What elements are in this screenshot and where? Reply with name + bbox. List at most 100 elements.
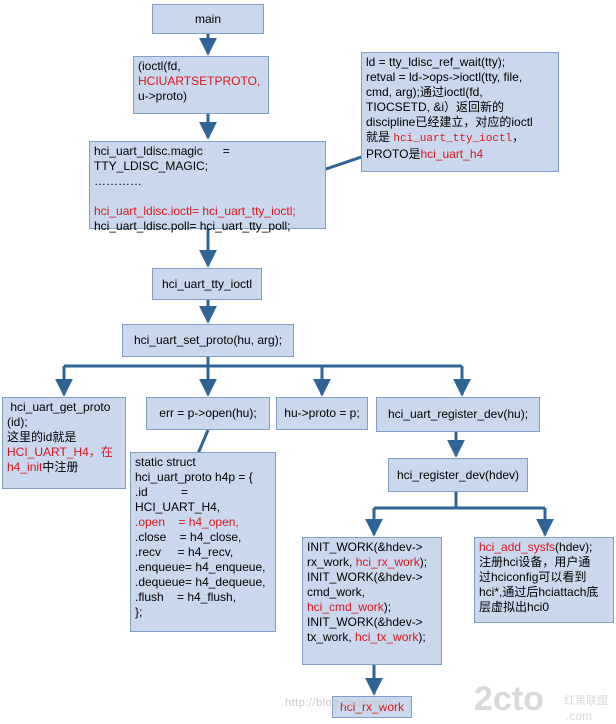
text-segment: HCI_UART_H4，在 (7, 445, 113, 459)
logo-suffix: .com (566, 709, 592, 723)
text-segment: rx_work, (307, 555, 356, 569)
text-segment: INIT_WORK(&hdev-> (307, 615, 423, 629)
text-line: hci_uart_ldisc.ioctl= hci_uart_tty_ioctl… (94, 204, 321, 219)
text-segment: .recv = h4_recv, (135, 545, 234, 559)
text-line: 过hciconfig可以看到 (479, 570, 609, 585)
node-register-dev: hci_uart_register_dev(hu); (376, 397, 540, 432)
text-line: TTY_LDISC_MAGIC; (94, 159, 321, 174)
node-main: main (152, 4, 264, 34)
text-segment: TTY_LDISC_MAGIC; (94, 159, 209, 173)
text-line: .id = (135, 485, 271, 500)
text-line: HCI_UART_H4, (135, 500, 271, 515)
node-set-proto: hci_uart_set_proto(hu, arg); (122, 324, 294, 357)
text-line: PROTO是hci_uart_h4 (366, 147, 554, 162)
node-hu-proto: hu->proto = p; (276, 397, 368, 430)
text-line: tx_work, hci_tx_work); (307, 630, 437, 645)
text-line: retval = ld->ops->ioctl(tty, file, (366, 70, 554, 85)
node-register-dev-label: hci_uart_register_dev(hu); (387, 407, 529, 421)
ioctl-line: HCIUARTSETPROTO, (138, 74, 261, 88)
text-segment: INIT_WORK(&hdev-> (307, 540, 423, 554)
text-segment: 注册hci设备，用户通 (479, 555, 591, 569)
text-segment: (id); (7, 415, 28, 429)
watermark: http://blog.csdn.net/ (285, 697, 392, 709)
text-segment: retval = ld->ops->ioctl(tty, file, (366, 70, 523, 84)
text-segment: .enqueue= h4_enqueue, (135, 560, 266, 574)
text-line: ld = tty_ldisc_ref_wait(tty); (366, 55, 554, 70)
text-line: hci_uart_ldisc.poll= hci_uart_tty_poll; (94, 219, 321, 234)
node-sysfs: hci_add_sysfs(hdev);注册hci设备，用户通过hciconfi… (474, 537, 614, 623)
text-segment: tx_work, (307, 630, 356, 644)
text-line: .dequeue= h4_dequeue, (135, 575, 271, 590)
node-hci-register-dev-label: hci_register_dev(hdev) (396, 467, 520, 482)
node-main-label: main (194, 11, 221, 26)
text-segment: h4_init (7, 460, 43, 474)
text-line: cmd, arg);通过ioctl(fd, (366, 85, 554, 100)
text-line: TIOCSETD, &i）返回新的 (366, 100, 554, 115)
text-line: hci_cmd_work); (307, 600, 437, 615)
text-line: hci*,通过后hciattach底 (479, 585, 609, 600)
text-line: discipline已经建立，对应的ioctl (366, 115, 554, 130)
text-segment: }; (135, 605, 143, 619)
text-segment: hci_uart_ldisc.ioctl= hci_uart_tty_ioctl… (94, 204, 296, 218)
node-init-work: INIT_WORK(&hdev->rx_work, hci_rx_work);I… (302, 537, 442, 665)
text-line: 这里的id就是 (7, 430, 121, 445)
ioctl-line: (ioctl(fd, (138, 59, 181, 73)
text-segment: 就是 (366, 130, 394, 144)
logo-brand: 2cto (474, 680, 544, 718)
text-line: .flush = h4_flush, (135, 590, 271, 605)
text-segment: hci_rx_work (355, 555, 420, 569)
text-segment: hci*,通过后hciattach底 (479, 585, 599, 599)
text-segment: hci_uart_proto h4p = { (135, 470, 253, 484)
text-line: 就是 hci_uart_tty_ioctl， (366, 130, 554, 147)
text-line: ………… (94, 174, 321, 189)
text-line: .enqueue= h4_enqueue, (135, 560, 271, 575)
text-segment: ); (419, 555, 428, 569)
text-segment: hci_tx_work (355, 630, 419, 644)
text-segment: .flush = h4_flush, (135, 590, 237, 604)
text-segment: INIT_WORK(&hdev-> (307, 570, 423, 584)
text-segment: 中注册 (42, 460, 79, 474)
text-segment: .id = (135, 485, 189, 499)
text-segment: ld = tty_ldisc_ref_wait(tty); (366, 55, 506, 69)
ioctl-line: u->proto) (138, 89, 188, 103)
node-ioctl-call: (ioctl(fd, HCIUARTSETPROTO, u->proto) (133, 56, 269, 114)
node-set-proto-label: hci_uart_set_proto(hu, arg); (133, 333, 283, 347)
node-ldisc-struct: hci_uart_ldisc.magic =TTY_LDISC_MAGIC;……… (89, 141, 326, 233)
text-segment: .open = h4_open, (135, 515, 239, 529)
text-segment: cmd_work, (307, 585, 366, 599)
text-segment: hci_uart_ldisc.magic = (94, 144, 230, 158)
text-line: hci_uart_ldisc.magic = (94, 144, 321, 159)
text-line: HCI_UART_H4，在 (7, 445, 121, 460)
text-line: hci_uart_proto h4p = { (135, 470, 271, 485)
node-open-call-label: err = p->open(hu); (159, 406, 257, 420)
node-rx-work: hci_rx_work (332, 696, 412, 718)
text-segment: ， (512, 130, 525, 144)
site-logo: 2cto .com 红黑联盟 (474, 680, 608, 723)
text-segment: TIOCSETD, &i）返回新的 (366, 100, 505, 114)
text-line: }; (135, 605, 271, 620)
text-segment: PROTO是 (366, 147, 421, 161)
text-segment: static struct (135, 455, 196, 469)
text-segment: hci_add_sysfs (479, 540, 556, 554)
text-segment: .dequeue= h4_dequeue, (135, 575, 266, 589)
text-line (94, 189, 321, 204)
node-tty-ioctl: hci_uart_tty_ioctl (152, 268, 262, 300)
text-segment: hci_uart_ldisc.poll= hci_uart_tty_poll; (94, 219, 291, 233)
node-ldisc-note: ld = tty_ldisc_ref_wait(tty);retval = ld… (361, 52, 559, 172)
text-segment: (hdev); (555, 540, 593, 554)
node-open-call: err = p->open(hu); (146, 397, 270, 430)
node-rx-work-label: hci_rx_work (339, 699, 405, 714)
text-line: .open = h4_open, (135, 515, 271, 530)
text-segment (94, 189, 97, 203)
text-line: rx_work, hci_rx_work); (307, 555, 437, 570)
text-segment: hci_uart_tty_ioctl (393, 133, 513, 145)
text-line: hci_uart_get_proto (7, 400, 121, 415)
text-segment: ); (418, 630, 426, 644)
text-segment: HCI_UART_H4, (135, 500, 221, 514)
text-line: (id); (7, 415, 121, 430)
node-hci-register-dev: hci_register_dev(hdev) (388, 458, 528, 492)
text-segment: hci_cmd_work (307, 600, 384, 614)
text-line: static struct (135, 455, 271, 470)
